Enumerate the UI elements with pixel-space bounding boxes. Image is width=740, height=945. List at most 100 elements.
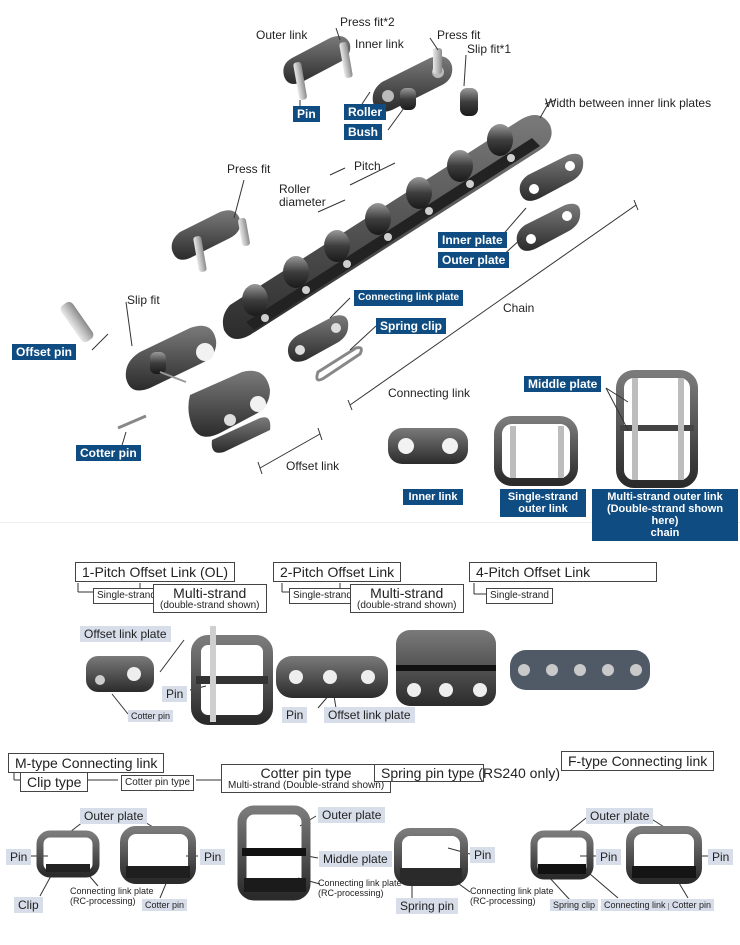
clp-label-4: Connecting link plate [601,899,691,911]
ol4-single-photo [510,650,650,690]
pin-tag: Pin [293,106,320,122]
offset-pin-drawing [60,301,94,343]
ol2-offset-link-plate-label: Offset link plate [324,707,415,723]
ol1-multi-strand-text: Multi-strand [173,585,247,601]
press-fit-label: Press fit [437,28,481,42]
ol2-single-photo [276,656,388,698]
outer-plate-label-1: Outer plate [80,808,148,824]
ftype-clip-photo [530,830,594,880]
roller-tag: Roller [344,104,387,120]
bush-drawing [460,88,478,116]
width-between-label: Width between inner link plates [545,96,712,110]
cotter-pin-drawing [117,414,147,430]
connecting-link-drawing [125,325,217,391]
multi-strand-outer-link-photo [616,370,698,488]
offset-link-drawing [188,370,271,453]
clp-label-2: Connecting link plate (RC-processing) [318,878,402,898]
offset-link-label: Offset link [286,459,340,473]
ol2-header: 2-Pitch Offset Link [273,562,402,582]
ol1-multi-strand-box: Multi-strand (double-strand shown) [153,584,267,613]
clp-1-line-b: (RC-processing) [70,896,136,906]
spring-pin-type-photo [394,828,468,886]
clp-label-1: Connecting link plate (RC-processing) [70,886,154,906]
cotter-pin-type-big: Cotter pin type [260,765,352,781]
ftype-header: F-type Connecting link [561,751,715,771]
chain-label: Chain [503,301,535,315]
connecting-link-plate-tag: Connecting link plate [354,290,464,306]
ftype-cotter-photo [626,826,702,884]
ol-cotter-pin-label: Cotter pin [128,710,174,722]
clp-2-line-b: (RC-processing) [318,888,384,898]
outer-link-drawing [283,36,353,100]
clip-label: Clip [14,897,43,913]
ol1-multi-photo [191,626,273,725]
clip-type-box: Clip type [20,772,89,792]
bush-tag: Bush [344,124,382,140]
middle-plate-label: Middle plate [319,851,392,867]
mtype-header: M-type Connecting link [8,753,165,773]
offset-link-plate-label: Offset link plate [80,626,171,642]
inner-link-drawing [372,48,453,112]
section-divider [0,522,740,523]
clp-1-line-a: Connecting link plate [70,886,154,896]
clip-type-photo [36,830,100,878]
roller-diameter-label-1: Roller [279,182,311,196]
multi-strand-outer-link-tag: Multi-strand outer link (Double-strand s… [592,489,738,541]
spring-pin-label: Spring pin [396,898,459,914]
single-strand-outer-link-photo [494,416,578,486]
ol1-header: 1-Pitch Offset Link (OL) [75,562,236,582]
ol2-multi-strand-text: Multi-strand [370,585,444,601]
offset-pin-tag: Offset pin [12,344,76,360]
press-fit-2-label: Press fit*2 [340,15,395,29]
roller-diameter-label-2: diameter [279,195,326,209]
inner-link-label: Inner link [355,37,404,51]
ol1-single-strand-box: Single-strand [93,588,160,604]
outer-link-label: Outer link [256,28,308,42]
ol2-multi-strand-box: Multi-strand (double-strand shown) [350,584,464,613]
multi-tag-line-3: chain [650,527,680,539]
slip-fit-1-label: Slip fit*1 [467,42,512,56]
cotter-pin-type-sub: Multi-strand (Double-strand shown) [228,780,385,791]
clp-3-line-b: (RC-processing) [470,896,536,906]
spring-clip-label: Spring clip [550,899,599,911]
clp-2-line-a: Connecting link plate [318,878,402,888]
ol-pin-label: Pin [162,686,188,702]
pin-label-4: Pin [596,849,622,865]
outer-plate-tag: Outer plate [438,252,510,268]
spring-clip-drawing [315,346,363,382]
clp-label-3: Connecting link plate (RC-processing) [470,886,554,906]
ol2-pin-label: Pin [282,707,308,723]
spring-pin-type-text: Spring pin type [381,765,475,781]
middle-plate-tag: Middle plate [524,376,602,392]
ol2-single-strand-box: Single-strand [289,588,356,604]
ol4-single-strand-box: Single-strand [486,588,553,604]
cotter-pin-type-box: Cotter pin type [121,775,195,791]
spring-pin-type-sub: (RS240 only) [478,765,560,781]
slip-fit-label: Slip fit [127,293,160,307]
pin-label-2: Pin [200,849,226,865]
cotter-pin-label-1: Cotter pin [142,899,188,911]
pin-label-1: Pin [6,849,32,865]
cotter-pin-label-2: Cotter pin [669,899,715,911]
pin-label-3: Pin [470,847,496,863]
pitch-label: Pitch [354,159,381,173]
spring-clip-tag: Spring clip [376,318,447,334]
ol1-single-photo [86,656,154,692]
multi-tag-line-2: (Double-strand shown here) [606,503,724,527]
ol2-multi-photo [396,630,496,706]
inner-plate-drawing [519,153,584,201]
multi-cotter-pin-type-box: Cotter pin type Multi-strand (Double-str… [221,764,392,793]
inner-link-tag: Inner link [403,489,463,505]
cotter-pin-type-photo [120,826,196,884]
single-strand-outer-link-tag: Single-strand outer link [500,489,586,517]
connecting-link-label: Connecting link [388,386,471,400]
clp-3-line-a: Connecting link plate [470,886,554,896]
multi-tag-line-1: Multi-strand outer link [607,491,723,503]
ol1-multi-strand-sub: (double-strand shown) [160,600,260,611]
single-strand-tag-line-2: outer link [518,503,568,515]
pin-label-5: Pin [708,849,734,865]
main-chain-drawing [222,115,552,339]
outer-plate-label-2: Outer plate [318,807,386,823]
spring-pin-type-box: Spring pin type (RS240 only) [374,764,560,782]
